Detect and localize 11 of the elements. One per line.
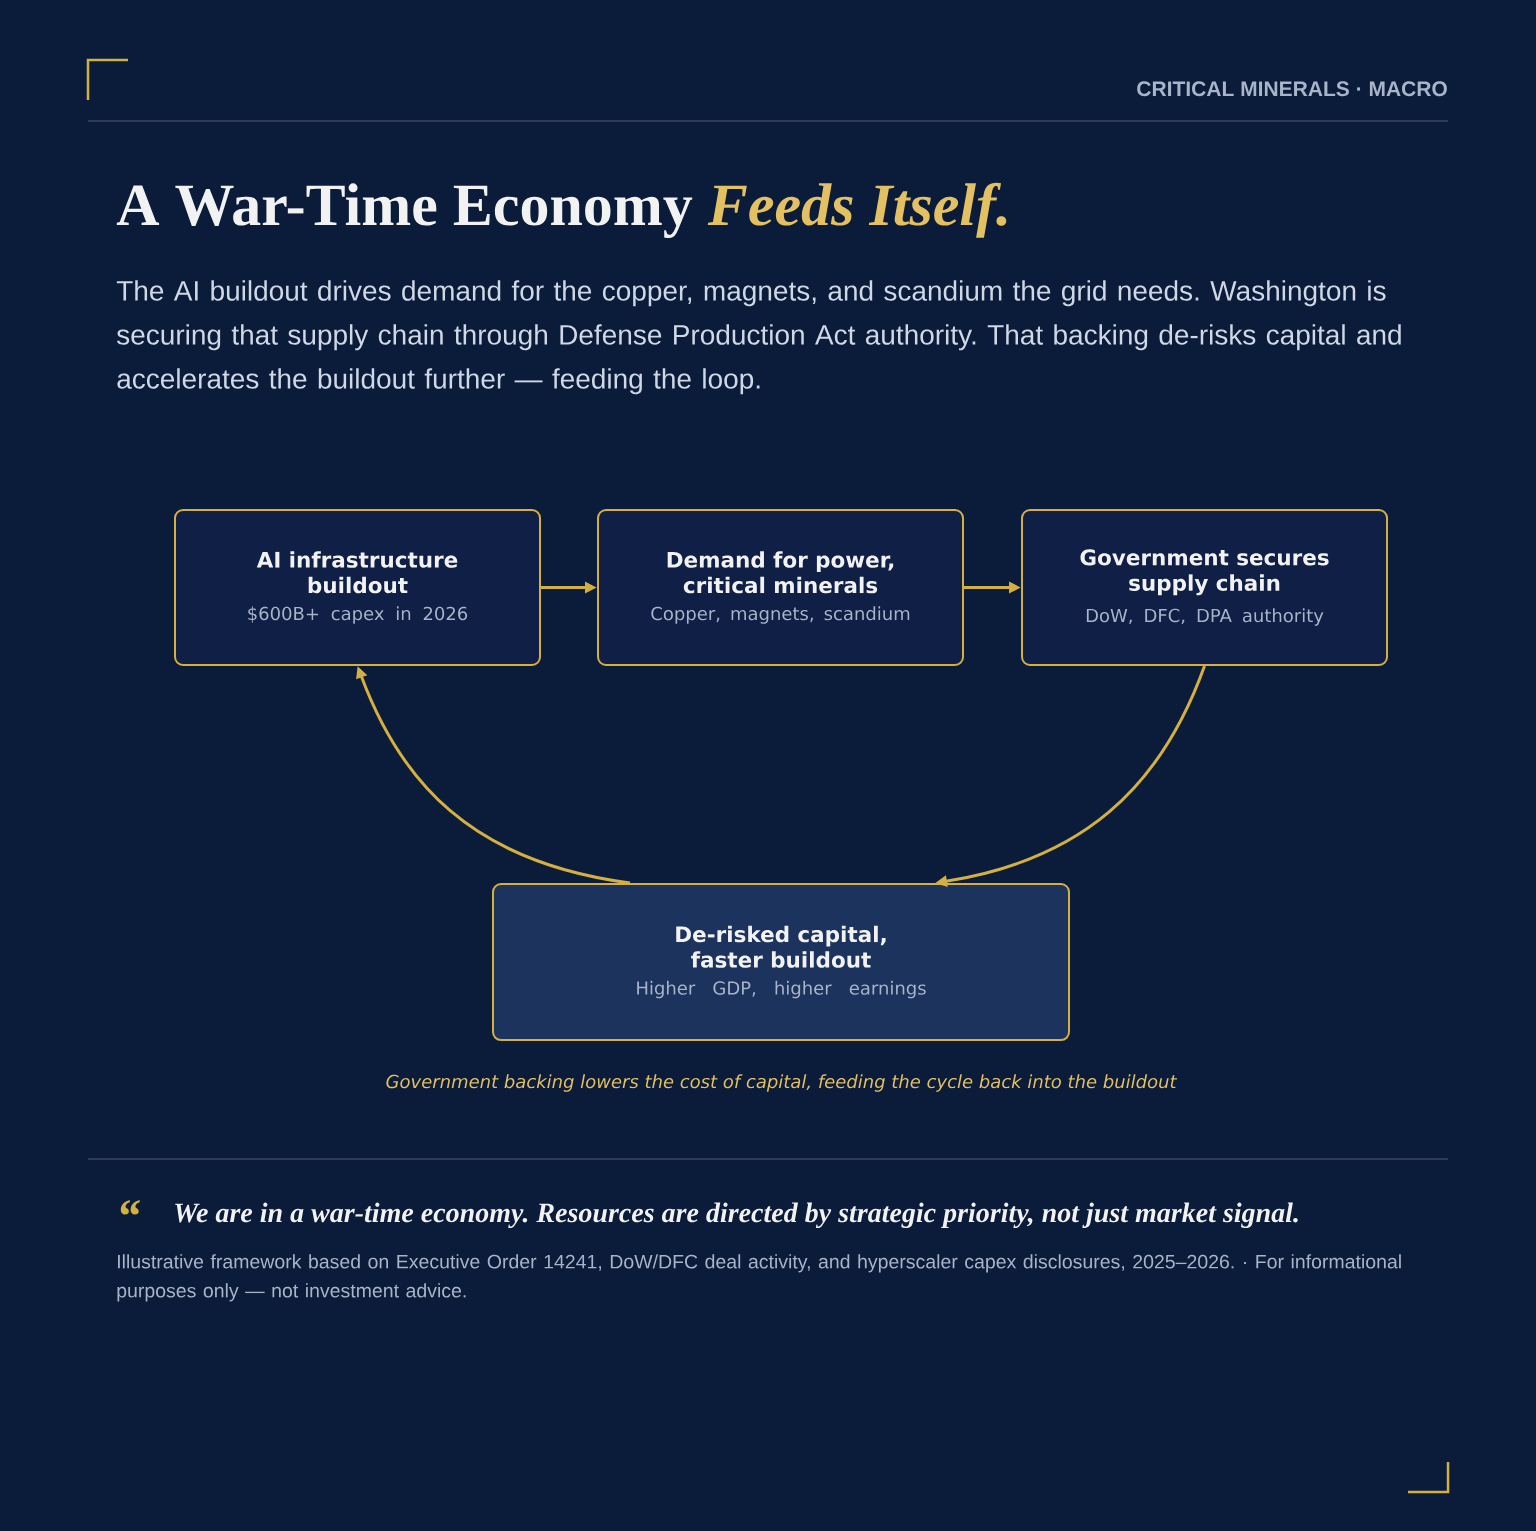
title: A War-Time Economy Feeds Itself. <box>116 182 1007 238</box>
intro-paragraph: The AI buildout drives demand for the copper, magnets, and scandium the grid needs. Washington is securing that supply chain through Defense Production Act authority. That backing de-risks capital and accelerates the buildout further — feeding the loop. <box>116 280 1401 395</box>
section-tag: CRITICAL MINERALS · MACRO <box>1137 81 1447 97</box>
pull-quote: We are in a war-time economy. Resources are directed by strategic priority, not just market signal. <box>175 1202 1298 1229</box>
process-box: Government secures supply chain DoW, DFC, DPA authority <box>1021 509 1388 666</box>
quote-mark: “ <box>120 1200 140 1215</box>
caption: Government backing lowers the cost of capital, feeding the cycle back into the buildout <box>386 1074 1178 1092</box>
footnote: Illustrative framework based on Executive Order 14241, DoW/DFC deal activity, and hyperscaler capex disclosures, 2025–2026. · For informational purposes only — not investment advice. <box>117 1254 1401 1302</box>
process-box: De-risked capital, faster buildout Higher GDP, higher earnings <box>492 883 1070 1041</box>
process-box: AI infrastructure buildout $600B+ capex in 2026 <box>174 509 541 666</box>
process-box: Demand for power, critical minerals Copper, magnets, scandium <box>597 509 964 666</box>
